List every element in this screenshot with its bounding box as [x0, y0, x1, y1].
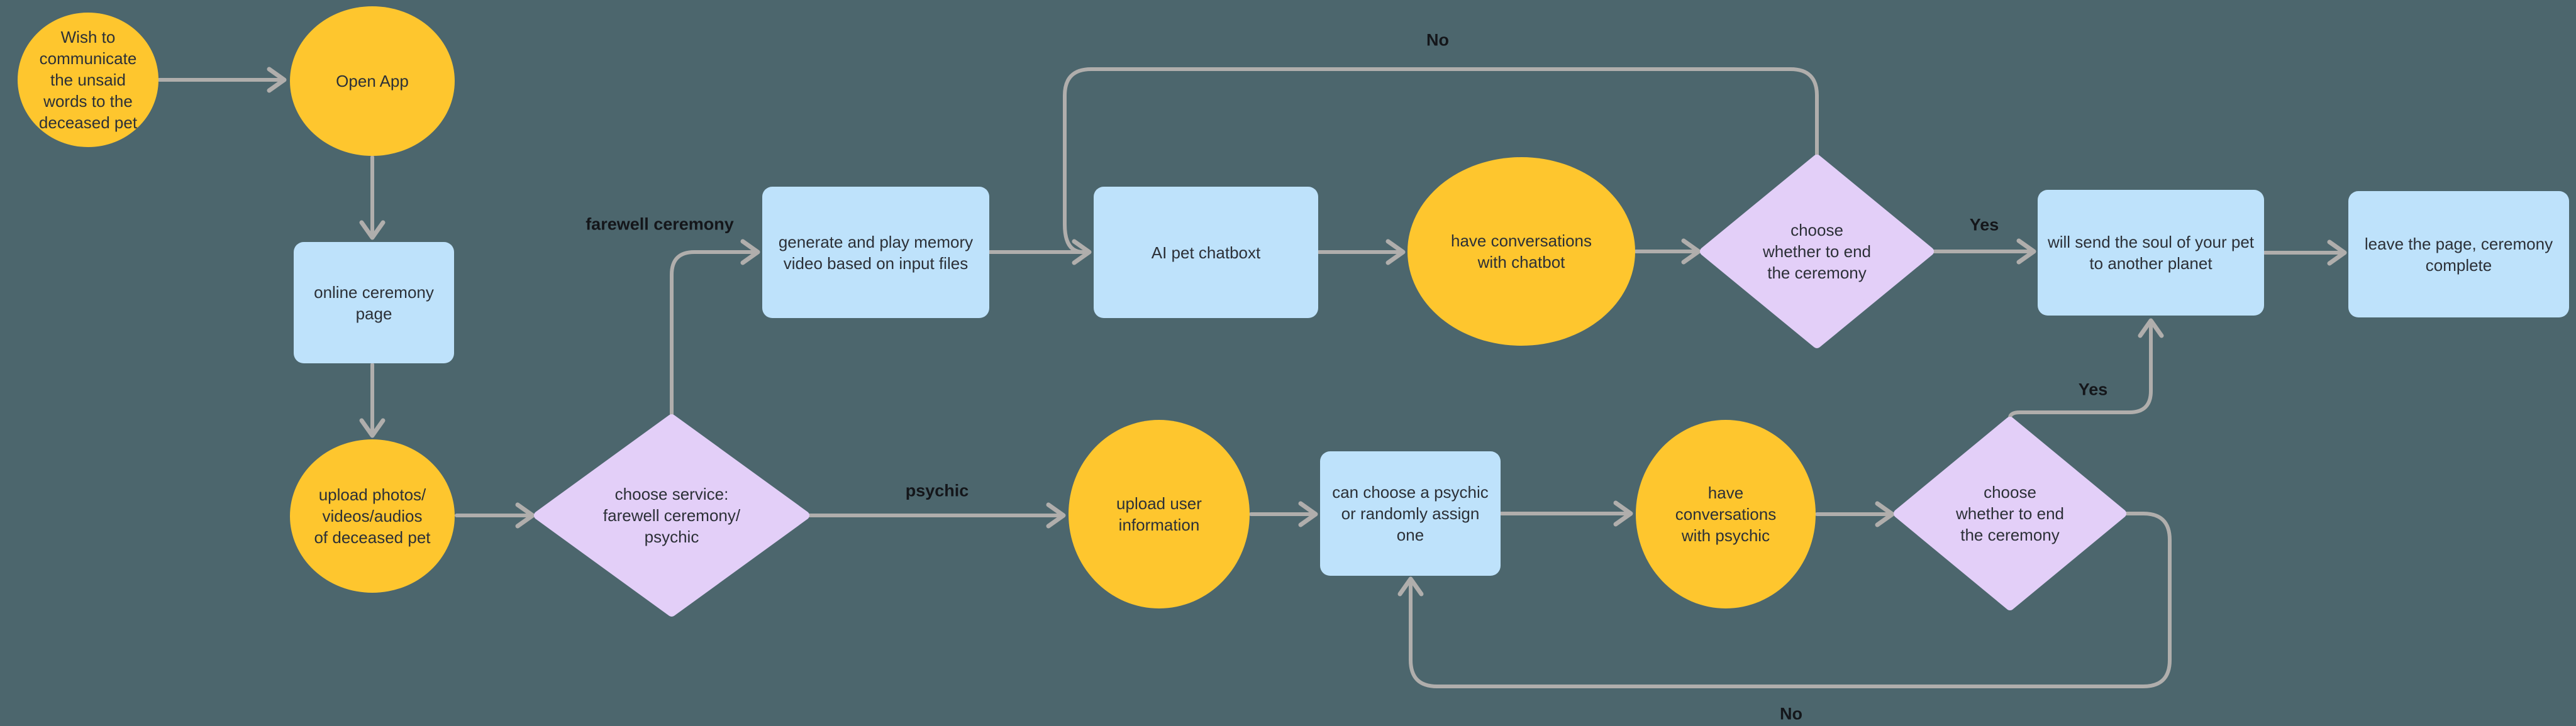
node-conversations-chatbot[interactable] — [1407, 157, 1635, 346]
edge-label-psychic: psychic — [905, 481, 969, 500]
node-upload-media[interactable] — [290, 439, 455, 593]
node-start[interactable] — [18, 13, 158, 147]
node-choose-service[interactable] — [534, 414, 809, 617]
connector-convchatbot-to-endtop — [1634, 238, 1701, 265]
connector-no-loop-top — [1063, 67, 1819, 254]
node-open-app[interactable] — [290, 6, 455, 156]
connector-openapp-to-onlinepage — [359, 155, 386, 240]
edge-label-no-bottom: No — [1780, 704, 1802, 723]
node-upload-user-info[interactable] — [1069, 420, 1250, 608]
connector-sendsoul-to-leavepage — [2263, 239, 2347, 266]
node-end-ceremony-top[interactable] — [1700, 155, 1934, 348]
connector-no-loop-bottom — [1397, 512, 2172, 688]
connector-convpsychic-to-endbottom — [1815, 501, 1895, 527]
node-send-soul[interactable] — [2038, 190, 2264, 316]
node-leave-page[interactable] — [2348, 191, 2569, 317]
connector-yes-endtop-to-sendsoul — [1930, 238, 2036, 265]
connector-farewell-elbow — [670, 239, 760, 417]
connector-choosepsychic-to-convpsychic — [1499, 500, 1633, 527]
node-end-ceremony-bottom[interactable] — [1894, 417, 2126, 610]
connector-generate-to-aichatbox — [987, 239, 1092, 265]
connector-aichatbox-to-convchatbot — [1317, 239, 1406, 265]
node-ai-pet-chatbox[interactable] — [1094, 187, 1318, 318]
node-choose-psychic[interactable] — [1320, 451, 1501, 576]
connector-start-to-openapp — [157, 67, 287, 93]
connector-uploaduser-to-choosepsychic — [1249, 501, 1318, 527]
node-generate-video[interactable] — [762, 187, 989, 318]
connector-psychic — [807, 502, 1066, 529]
edge-label-no-top: No — [1426, 30, 1449, 50]
node-online-ceremony-page[interactable] — [294, 242, 454, 363]
edge-label-yes-bottom: Yes — [2078, 380, 2108, 399]
edge-label-farewell-ceremony: farewell ceremony — [586, 214, 734, 234]
connector-uploadmedia-to-chooseservice — [455, 502, 535, 529]
connector-onlinepage-to-uploadmedia — [359, 363, 386, 438]
edge-label-yes-top: Yes — [1969, 215, 1999, 234]
node-conversations-psychic[interactable] — [1636, 420, 1816, 608]
connector-yes-endbottom-to-sendsoul — [2008, 318, 2164, 419]
